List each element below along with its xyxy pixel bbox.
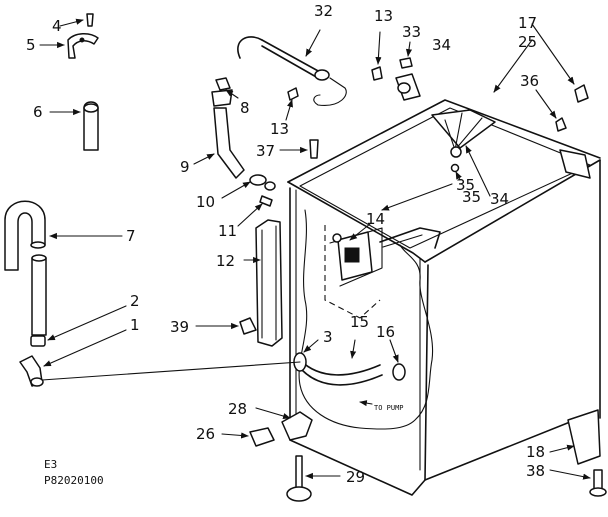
callout-13-top: 13 [374,7,393,25]
pump-arrow [359,400,373,407]
leg-part-38 [589,469,607,497]
fitting-part-2 [30,335,46,347]
callout-33: 35 [456,176,475,194]
clamp-part-5 [67,33,99,59]
part-number: P82020100 [44,474,104,487]
callout-4: 4 [52,17,62,35]
screw-part-39 [239,317,257,335]
top-bracket-part-34 [431,109,496,173]
callout-32: 32 [314,2,333,20]
corner-bracket [555,84,591,179]
callout-39: 39 [170,318,189,336]
screw-part-4 [86,13,94,27]
callout-31: 34 [432,36,451,54]
valve-part-30-31 [395,57,421,101]
to-pump-note: TO PUMP [374,404,404,412]
callout-10: 10 [196,193,215,211]
callout-5: 5 [26,36,36,54]
callout-35: 35 [462,188,481,206]
drawing-code: E3 [44,458,57,471]
callout-18: 18 [526,443,545,461]
callout-36: 36 [520,72,539,90]
cabinet [287,99,601,496]
callout-3: 3 [323,328,333,346]
hose-part-7 [4,200,47,336]
bracket-part-18 [567,409,601,465]
callout-11: 11 [218,222,237,240]
leg-part-29 [286,455,312,502]
hose-part-15 [293,352,406,386]
leader-arrows [39,18,591,480]
panel-part-12 [255,219,283,347]
callout-15: 15 [350,313,369,331]
callout-13-left: 13 [270,120,289,138]
motor-mount-part-14 [332,231,373,281]
hose-part-9 [213,107,245,179]
callout-28: 28 [228,400,247,418]
screw-part-13 [287,66,383,101]
callout-9: 9 [180,158,190,176]
callout-14: 14 [366,210,385,228]
callout-2: 2 [130,292,140,310]
callout-12: 12 [216,252,235,270]
callout-17: 17 [518,14,537,32]
callout-29: 29 [346,468,365,486]
callout-38: 38 [526,462,545,480]
hose-part-6 [83,101,99,151]
callout-1: 1 [130,316,140,334]
callout-37: 37 [256,142,275,160]
callout-7: 7 [126,227,136,245]
callout-6: 6 [33,103,43,121]
callout-16: 16 [376,323,395,341]
callout-34: 34 [490,190,509,208]
bracket-part-28 [281,411,313,441]
callout-25: 25 [518,33,537,51]
callout-30: 33 [402,23,421,41]
callout-8: 8 [240,99,250,117]
screw-part-37 [309,139,319,159]
hose-line [41,361,301,381]
clip-part-26 [249,427,275,447]
screw-part-11 [259,195,273,207]
hose-part-32 [237,36,347,106]
bracket-part-33 [379,227,441,249]
callout-26: 26 [196,425,215,443]
callout-labels: 4 5 6 7 2 1 32 8 9 10 11 12 13 37 39 13 … [26,2,545,487]
clamp-part-10 [249,174,276,191]
elbow-part-1 [19,355,44,387]
